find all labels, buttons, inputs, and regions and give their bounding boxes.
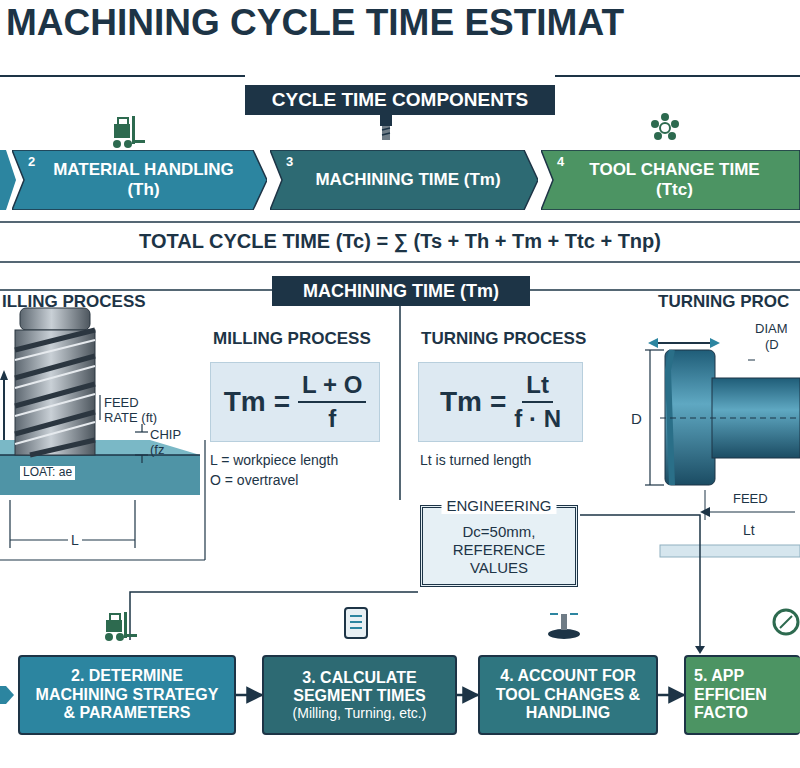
component-title: TOOL CHANGE TIME (Ttc) — [580, 160, 770, 199]
box-content: MATERIAL HANDLING (Th) — [12, 150, 267, 210]
annotation-label: (D — [762, 338, 782, 353]
end-mill-icon — [380, 112, 392, 140]
box-content: TOOL CHANGE TIME (Ttc) — [541, 150, 800, 210]
reference-heading: ENGINEERING — [441, 497, 556, 514]
annotation-label: L = workpiece length — [210, 452, 338, 468]
box-content: 2. DETERMINE MACHINING STRATEGY & PARAME… — [20, 657, 234, 733]
box-content: CYCLE TIME COMPONENTS — [245, 85, 555, 115]
section-band: CYCLE TIME COMPONENTS — [245, 85, 555, 115]
partial-arrow — [0, 686, 14, 704]
box-subtitle: (Milling, Turning, etc.) — [293, 705, 427, 721]
fraction-denominator: f — [328, 403, 336, 433]
rule-line — [0, 75, 245, 77]
checklist-icon — [345, 608, 367, 638]
annotation-label: FEED RATE (ft) — [104, 396, 168, 426]
divider-line — [399, 305, 401, 500]
formula-heading: TURNING PROCESS — [421, 329, 586, 349]
milling-illustration — [0, 308, 205, 560]
fraction-numerator: L + O — [298, 371, 366, 403]
efficiency-icon — [774, 610, 798, 634]
rule-line — [0, 261, 800, 263]
flow-arrow — [658, 694, 684, 697]
process-step: 5. APP EFFICIEN FACTO — [684, 655, 800, 735]
box-content: 3. CALCULATE SEGMENT TIMES(Milling, Turn… — [264, 657, 455, 733]
process-step: 4. ACCOUNT FOR TOOL CHANGES & HANDLING — [478, 655, 658, 735]
turning-illustration — [645, 338, 800, 557]
reference-box: ENGINEERINGDc=50mm, REFERENCE VALUES — [420, 505, 578, 587]
flow-arrow — [457, 694, 478, 697]
partial-chevron — [0, 150, 16, 210]
page-title: MACHINING CYCLE TIME ESTIMAT — [6, 2, 624, 44]
annotation-label: L — [68, 532, 82, 548]
gears-icon — [651, 113, 679, 140]
annotation-label: Lt is turned length — [420, 452, 531, 468]
box-title: CYCLE TIME COMPONENTS — [272, 89, 529, 111]
rule-line — [0, 221, 800, 223]
box-content: Dc=50mm, REFERENCE VALUES — [423, 508, 575, 584]
link-line — [130, 592, 418, 640]
formula-row: Tm=Ltf · N — [419, 363, 582, 441]
fraction: L + Of — [298, 371, 366, 433]
annotation-label: TURNING PROC — [658, 292, 789, 312]
component-chevron: 2 MATERIAL HANDLING (Th) — [12, 150, 267, 210]
box-title: 2. DETERMINE MACHINING STRATEGY & PARAME… — [28, 667, 226, 722]
fraction-numerator: Lt — [522, 371, 553, 403]
step-number: 3 — [286, 154, 293, 169]
annotation-label: Lt — [740, 522, 758, 538]
link-line — [580, 515, 700, 650]
formula-box: MILLING PROCESSTm=L + Of — [210, 362, 380, 442]
section-band: MACHINING TIME (Tm) — [272, 276, 530, 306]
box-content: MACHINING TIME (Tm) — [272, 276, 530, 306]
flow-arrow — [236, 694, 262, 697]
box-title: MACHINING TIME (Tm) — [303, 281, 499, 302]
formula-symbol: Tm — [440, 386, 482, 418]
formula-box: TURNING PROCESSTm=Ltf · N — [418, 362, 583, 442]
rule-line — [555, 75, 800, 77]
process-step: 2. DETERMINE MACHINING STRATEGY & PARAME… — [18, 655, 236, 735]
formula-heading: MILLING PROCESS — [213, 329, 371, 349]
reference-text: Dc=50mm, REFERENCE VALUES — [431, 523, 567, 577]
tool-change-icon — [548, 614, 580, 639]
box-title: 5. APP EFFICIEN FACTO — [694, 667, 792, 722]
annotation-label: D — [628, 410, 645, 427]
component-title: MATERIAL HANDLING (Th) — [49, 160, 239, 199]
box-content: 4. ACCOUNT FOR TOOL CHANGES & HANDLING — [480, 657, 656, 733]
link-arrowhead — [695, 646, 705, 654]
box-content: MACHINING TIME (Tm) — [270, 150, 538, 210]
total-formula: TOTAL CYCLE TIME (Tc) = ∑ (Ts + Th + Tm … — [136, 230, 664, 253]
component-title: MACHINING TIME (Tm) — [315, 170, 500, 190]
annotation-label: LOAT: ae — [20, 466, 75, 480]
forklift-icon — [113, 116, 145, 148]
box-title: 4. ACCOUNT FOR TOOL CHANGES & HANDLING — [488, 667, 648, 722]
annotation-label: ILLING PROCESS — [2, 292, 146, 312]
box-content: 5. APP EFFICIEN FACTO — [686, 657, 800, 733]
formula-equals: = — [490, 386, 506, 418]
component-chevron: 3MACHINING TIME (Tm) — [270, 150, 538, 210]
component-chevron: 4 TOOL CHANGE TIME (Ttc) — [541, 150, 800, 210]
fraction: Ltf · N — [514, 371, 561, 433]
annotation-label: FEED — [730, 492, 771, 507]
annotation-label: DIAM — [752, 322, 791, 337]
fraction-denominator: f · N — [514, 403, 561, 433]
formula-symbol: Tm — [224, 386, 266, 418]
formula-row: Tm=L + Of — [211, 363, 379, 441]
chevron-outline — [541, 150, 800, 210]
forklift-icon — [105, 612, 137, 641]
process-step: 3. CALCULATE SEGMENT TIMES(Milling, Turn… — [262, 655, 457, 735]
annotation-label: CHIP (fz — [150, 428, 196, 458]
annotation-label: O = overtravel — [210, 472, 298, 488]
box-title: 3. CALCULATE SEGMENT TIMES — [272, 669, 447, 706]
formula-equals: = — [274, 386, 290, 418]
chevron-outline — [270, 150, 538, 210]
chevron-outline — [12, 150, 267, 210]
step-number: 4 — [557, 154, 564, 169]
step-number: 2 — [28, 154, 35, 169]
